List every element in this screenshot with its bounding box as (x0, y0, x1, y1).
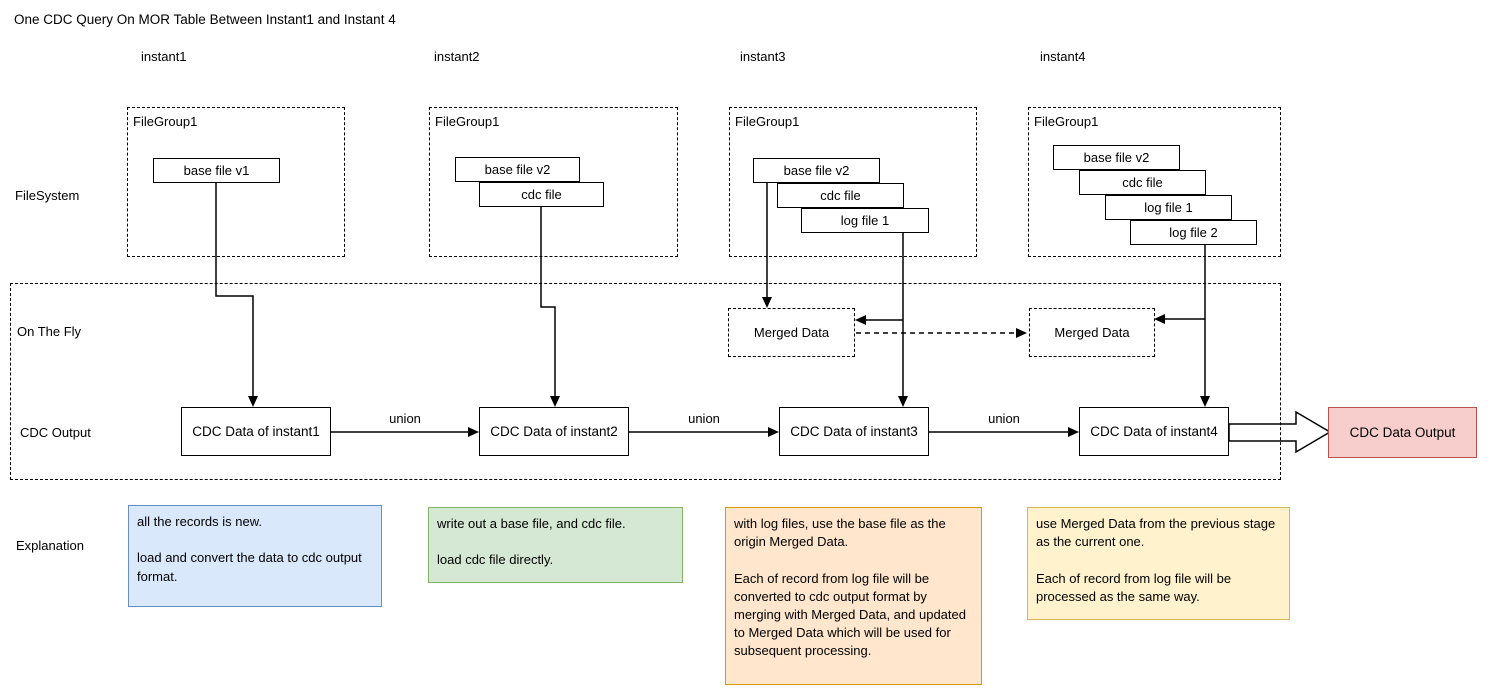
merged-data-instant3: Merged Data (728, 308, 855, 357)
arrow-basefile1-to-cdc1 (215, 183, 254, 401)
file-box-cdc-file: cdc file (777, 183, 904, 208)
file-box-log-file-2: log file 2 (1130, 220, 1257, 245)
filegroup-instant3: FileGroup1 (729, 107, 977, 257)
file-box-cdc-file: cdc file (479, 182, 604, 207)
merged-data-instant4: Merged Data (1029, 308, 1155, 357)
cdc-data-instant4: CDC Data of instant4 (1079, 407, 1229, 456)
arrowhead (248, 396, 258, 407)
cdc-data-instant1: CDC Data of instant1 (181, 407, 331, 456)
file-box-base-v2: base file v2 (753, 158, 880, 183)
filegroup-label: FileGroup1 (133, 114, 198, 129)
filegroup-label: FileGroup1 (1034, 114, 1099, 129)
file-box-base-v1: base file v1 (153, 158, 280, 183)
explanation-instant3: with log files, use the base file as the… (725, 507, 982, 685)
filegroup-instant2: FileGroup1 (429, 107, 678, 257)
filegroup-label: FileGroup1 (435, 114, 500, 129)
filegroup-instant4: FileGroup1 (1028, 107, 1281, 257)
union-label-2: union (688, 411, 720, 426)
column-header-instant1: instant1 (141, 49, 187, 64)
file-box-base-v2: base file v2 (455, 157, 580, 182)
arrowhead (855, 315, 866, 325)
arrow-cdcfile2-to-cdc2 (540, 207, 556, 401)
row-label-on-the-fly: On The Fly (17, 324, 82, 339)
arrowhead (762, 297, 772, 308)
file-box-log-file-1: log file 1 (801, 208, 929, 233)
union-label-1: union (389, 411, 421, 426)
cdc-data-instant2: CDC Data of instant2 (479, 407, 629, 456)
arrowhead (550, 396, 560, 407)
filegroup-label: FileGroup1 (735, 114, 800, 129)
diagram-title: One CDC Query On MOR Table Between Insta… (14, 12, 396, 27)
filegroup-instant1: FileGroup1 (127, 107, 345, 257)
big-output-arrow (1228, 410, 1332, 454)
row-label-filesystem: FileSystem (15, 188, 80, 203)
arrowhead (1068, 427, 1079, 437)
row-label-explanation: Explanation (16, 538, 84, 553)
arrowhead (468, 427, 479, 437)
row-label-cdc-output: CDC Output (20, 425, 91, 440)
column-header-instant3: instant3 (740, 49, 786, 64)
arrowhead (768, 427, 779, 437)
processing-container (10, 283, 1281, 480)
arrowhead (1016, 328, 1027, 338)
explanation-instant2: write out a base file, and cdc file. loa… (428, 507, 683, 583)
file-box-log-file-1: log file 1 (1105, 195, 1232, 220)
arrowhead (898, 396, 908, 407)
explanation-instant1: all the records is new. load and convert… (128, 505, 382, 607)
arrowhead (1200, 396, 1210, 407)
cdc-data-output-box: CDC Data Output (1328, 407, 1477, 458)
column-header-instant4: instant4 (1040, 49, 1086, 64)
file-box-base-v2: base file v2 (1053, 145, 1180, 170)
arrowhead (1154, 314, 1165, 324)
union-label-3: union (988, 411, 1020, 426)
explanation-instant4: use Merged Data from the previous stage … (1027, 507, 1290, 620)
file-box-cdc-file: cdc file (1079, 170, 1206, 195)
column-header-instant2: instant2 (434, 49, 480, 64)
cdc-data-instant3: CDC Data of instant3 (779, 407, 929, 456)
